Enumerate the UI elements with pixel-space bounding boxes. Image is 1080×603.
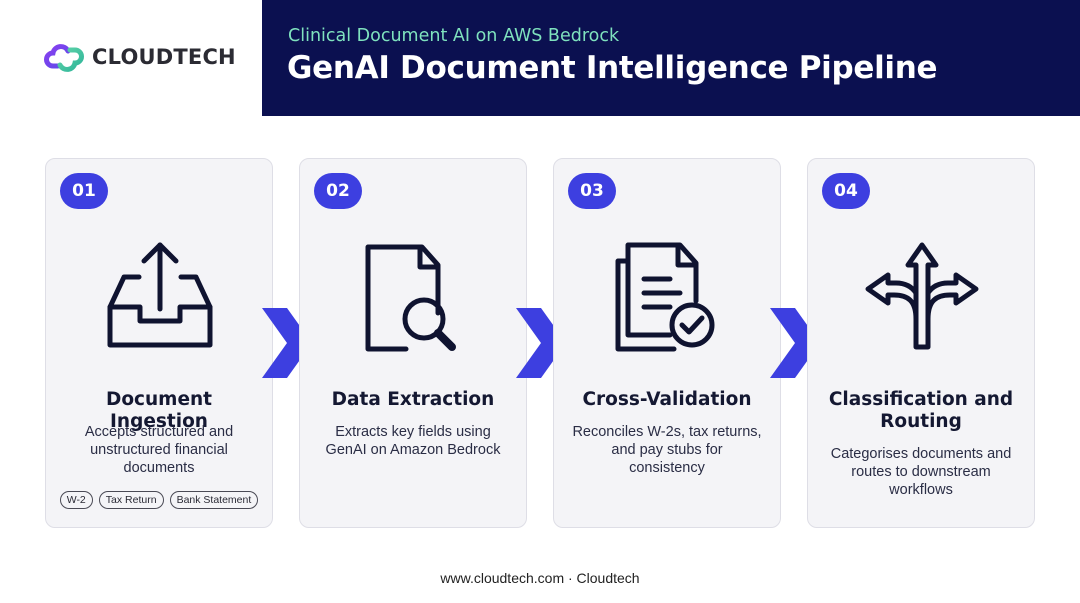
page-title: GenAI Document Intelligence Pipeline: [287, 50, 938, 86]
tag-bank-statement: Bank Statement: [169, 491, 259, 509]
header-banner: Clinical Document AI on AWS Bedrock GenA…: [262, 0, 1080, 116]
brand-logo: CLOUDTECH: [44, 40, 236, 74]
routing-arrows-icon: [865, 242, 979, 350]
step-description: Categorises documents and routes to down…: [830, 446, 1012, 498]
step-title: Data Extraction: [331, 389, 495, 410]
step-description: Extracts key fields using GenAI on Amazo…: [325, 424, 501, 458]
step-description: Accepts structured and unstructured fina…: [84, 424, 234, 476]
step-number-badge: 04: [822, 173, 870, 209]
step-description: Reconciles W-2s, tax returns, and pay st…: [572, 424, 762, 476]
document-check-icon: [615, 242, 715, 352]
step-card-validation: 03 Cross-Validation Reconciles W-2s, tax…: [553, 158, 781, 528]
step-number-badge: 02: [314, 173, 362, 209]
document-search-icon: [365, 244, 456, 352]
header-subtitle: Clinical Document AI on AWS Bedrock: [288, 26, 620, 46]
step-number-badge: 03: [568, 173, 616, 209]
step-number-badge: 01: [60, 173, 108, 209]
tag-tax-return: Tax Return: [98, 491, 164, 509]
step-card-extraction: 02 Data Extraction Extracts key fields u…: [299, 158, 527, 528]
step-title: Classification and Routing: [828, 389, 1014, 432]
brand-name: CLOUDTECH: [92, 45, 236, 69]
step-card-ingestion: 01 Document Ingestion Accepts structured…: [45, 158, 273, 528]
cloud-link-icon: [44, 44, 84, 72]
step-title: Document Ingestion: [105, 389, 213, 432]
inbox-upload-icon: [107, 242, 213, 348]
document-type-tags: W-2 Tax Return Bank Statement: [46, 491, 272, 509]
tag-w2: W-2: [59, 491, 93, 509]
footer-text: www.cloudtech.com · Cloudtech: [440, 570, 640, 586]
step-card-routing: 04 Classification and Routing Categorise…: [807, 158, 1035, 528]
step-title: Cross-Validation: [582, 389, 752, 410]
